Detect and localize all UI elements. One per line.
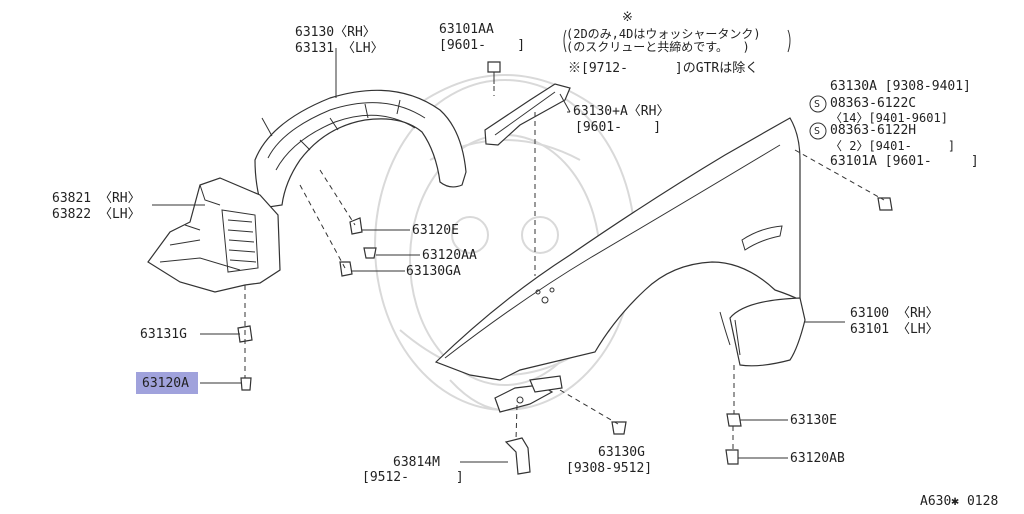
label-63822-lh[interactable]: 63822 〈LH〉 [52,207,141,222]
label-08363-6122c-qty: 〈14〉[9401-9601] [830,111,948,125]
label-08363-6122h[interactable]: 08363-6122H [830,123,917,138]
front-fender [434,117,806,413]
label-63100-rh[interactable]: 63100 〈RH〉 [850,306,939,321]
label-63130a-rh[interactable]: 63130+A〈RH〉 [573,104,670,119]
note-line-2: (のスクリューと共締めです。 ) [566,40,750,54]
splash-shield [147,177,281,293]
mudguard [504,437,531,475]
note-mark: ※ [622,10,633,25]
label-63101-lh[interactable]: 63101 〈LH〉 [850,322,939,337]
label-63130a[interactable]: 63130A [9308-9401] [830,79,971,94]
label-63120aa[interactable]: 63120AA [422,248,477,263]
label-63101aa[interactable]: 63101AA [439,22,494,37]
label-63120ab[interactable]: 63120AB [790,451,845,466]
label-63101a[interactable]: 63101A [9601- ] [830,154,979,169]
fender-liner [254,89,467,209]
fender-bracket [484,83,571,146]
label-63130e[interactable]: 63130E [790,413,837,428]
selected-part-highlight[interactable] [136,372,198,394]
label-63131-lh[interactable]: 63131 〈LH〉 [295,41,384,56]
s-symbols [809,95,827,140]
label-63120e[interactable]: 63120E [412,223,459,238]
label-63814m[interactable]: 63814M [393,455,440,470]
label-63130a-rh-date: [9601- ] [575,120,662,135]
label-63131g[interactable]: 63131G [140,327,187,342]
note-line-1: (2Dのみ,4Dはウォッシャータンク) [566,27,761,41]
label-63101aa-date: [9601- ] [439,38,526,53]
s-symbol-1: S [814,99,821,110]
note-line-3: ※[9712- ]のGTRは除く [568,61,759,76]
label-63821-rh[interactable]: 63821 〈RH〉 [52,191,141,206]
label-63120a[interactable]: 63120A [142,376,189,391]
leader-lines [152,48,845,463]
label-63814m-date: [9512- ] [362,470,464,485]
label-63130ga[interactable]: 63130GA [406,264,461,279]
fasteners [237,61,893,465]
label-63130g-date: [9308-9512] [566,461,653,476]
diagram-code: A630✱ 0128 [920,494,999,509]
label-63130g[interactable]: 63130G [598,445,645,460]
label-63130-rh[interactable]: 63130〈RH〉 [295,25,376,40]
note-bracket [563,29,791,53]
s-symbol-2: S [814,126,821,137]
label-08363-6122h-qty: 〈 2〉[9401- ] [830,139,956,153]
label-08363-6122c[interactable]: 08363-6122C [830,96,917,111]
assembly-lines [244,86,885,450]
